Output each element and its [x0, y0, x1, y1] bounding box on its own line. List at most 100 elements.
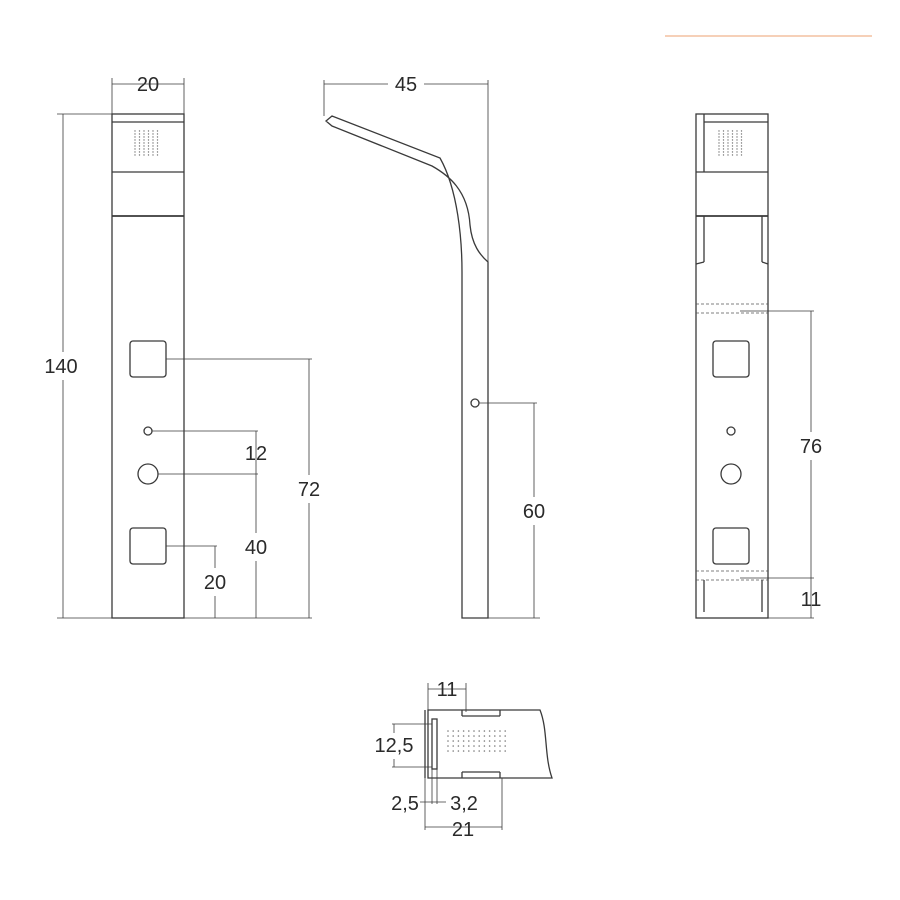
nozzle-dot	[727, 151, 729, 153]
nozzle-dot	[740, 151, 743, 153]
nozzle-dot	[473, 750, 475, 752]
nozzle-dot	[468, 735, 470, 737]
nozzle-dot	[504, 750, 507, 752]
nozzle-dot	[452, 750, 455, 752]
nozzle-dot	[452, 730, 455, 732]
nozzle-dot	[731, 142, 734, 144]
nozzle-dot	[134, 154, 136, 156]
nozzle-dot	[457, 735, 460, 737]
nozzle-dot	[462, 740, 465, 742]
nozzle-dot	[473, 735, 475, 737]
nozzle-dot	[134, 148, 136, 150]
top-view	[424, 709, 553, 779]
nozzle-dot	[143, 136, 145, 138]
rear-control-knob-small	[726, 426, 736, 436]
nozzle-dot	[718, 151, 720, 153]
nozzle-dot	[740, 154, 743, 156]
nozzle-dot	[718, 154, 720, 156]
nozzle-dot	[473, 740, 475, 742]
nozzle-dot	[727, 139, 729, 141]
nozzle-dot	[156, 136, 159, 138]
nozzle-dot	[147, 151, 150, 153]
front-panel-outline	[111, 113, 185, 619]
side-height-dimension: 60	[479, 402, 552, 619]
side-arm-reach-label: 45	[395, 74, 417, 96]
nozzle-dot	[134, 139, 136, 141]
nozzle-dot	[731, 154, 734, 156]
rear-upper-bracket	[696, 303, 768, 314]
top-connection-offset-label: 11	[437, 679, 458, 701]
nozzle-dot	[468, 740, 470, 742]
top-wall-gap-label: 2,5	[391, 793, 419, 815]
nozzle-dot	[156, 139, 159, 141]
nozzle-dot	[718, 145, 720, 147]
nozzle-dot	[152, 154, 154, 156]
nozzle-dot	[468, 730, 470, 732]
nozzle-dot	[138, 139, 141, 141]
nozzle-dot	[499, 730, 501, 732]
nozzle-dot	[452, 740, 455, 742]
nozzle-dot	[499, 750, 501, 752]
nozzle-dot	[740, 139, 743, 141]
front-control-knob-large	[137, 463, 159, 485]
nozzle-dot	[152, 133, 154, 135]
nozzle-dot	[452, 745, 455, 747]
nozzle-dot	[147, 133, 150, 135]
top-back-offset-label: 3,2	[450, 793, 478, 815]
nozzle-dot	[718, 133, 720, 135]
nozzle-dot	[134, 130, 136, 132]
nozzle-dot	[147, 130, 150, 132]
nozzle-dot	[740, 142, 743, 144]
nozzle-dot	[488, 735, 491, 737]
nozzle-dot	[138, 142, 141, 144]
nozzle-dot	[736, 130, 738, 132]
rear-control-knob-large	[720, 463, 742, 485]
front-lower-jet	[129, 527, 167, 565]
front-width-dimension: 20	[111, 74, 185, 114]
nozzle-dot	[483, 730, 486, 732]
nozzle-dot	[731, 133, 734, 135]
nozzle-dot	[152, 145, 154, 147]
nozzle-dot	[473, 745, 475, 747]
front-height-dimension: 140	[38, 113, 112, 619]
nozzle-dot	[478, 750, 481, 752]
nozzle-dot	[488, 750, 491, 752]
rear-view	[695, 113, 769, 619]
side-connection-point	[470, 398, 480, 408]
front-view	[111, 113, 185, 619]
rear-spacing-dimension: 76 11	[740, 310, 830, 619]
nozzle-dot	[736, 139, 738, 141]
side-profile-outline	[324, 115, 489, 619]
nozzle-dot	[457, 750, 460, 752]
nozzle-dot	[731, 136, 734, 138]
top-head-plate	[431, 718, 438, 770]
nozzle-dot	[143, 139, 145, 141]
nozzle-dot	[147, 154, 150, 156]
top-head-depth-label: 12,5	[375, 735, 414, 757]
nozzle-dot	[156, 148, 159, 150]
nozzle-dot	[736, 154, 738, 156]
nozzle-dot	[152, 130, 154, 132]
nozzle-dot	[447, 745, 449, 747]
front-mixer-gap-label: 12	[245, 443, 267, 465]
front-lower-jet-label: 20	[204, 572, 226, 594]
nozzle-dot	[452, 735, 455, 737]
nozzle-dot	[488, 730, 491, 732]
nozzle-dot	[478, 730, 481, 732]
nozzle-dot	[143, 151, 145, 153]
side-view	[324, 115, 489, 619]
nozzle-dot	[494, 740, 496, 742]
front-upper-jet	[129, 340, 167, 378]
nozzle-dot	[152, 136, 154, 138]
nozzle-dot	[138, 145, 141, 147]
nozzle-dot	[499, 735, 501, 737]
nozzle-dot	[740, 130, 743, 132]
nozzle-dot	[488, 740, 491, 742]
nozzle-dot	[499, 745, 501, 747]
nozzle-dot	[740, 148, 743, 150]
nozzle-dot	[156, 133, 159, 135]
nozzle-dot	[740, 133, 743, 135]
nozzle-dot	[731, 130, 734, 132]
nozzle-dot	[152, 151, 154, 153]
